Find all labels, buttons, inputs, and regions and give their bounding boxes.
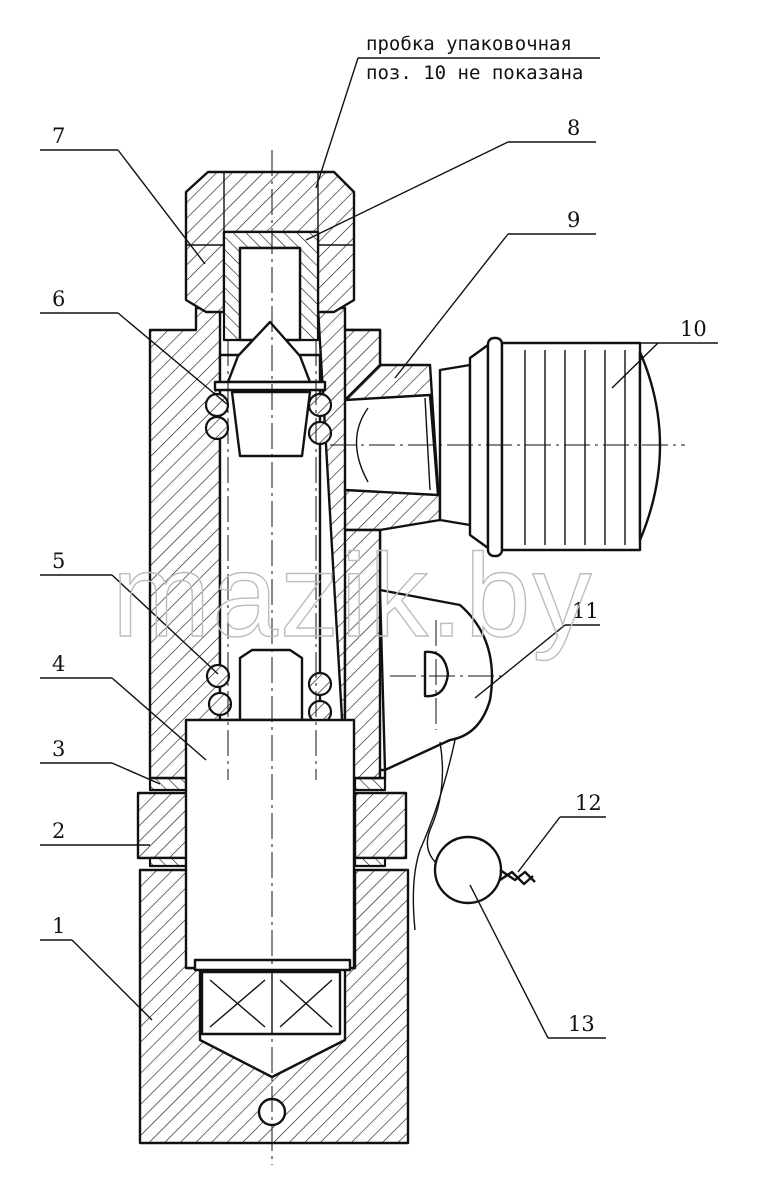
leader-lines bbox=[40, 57, 718, 1039]
callout-13: 13 bbox=[568, 1012, 595, 1036]
callout-6: 6 bbox=[52, 287, 65, 311]
callout-3: 3 bbox=[52, 737, 65, 761]
callout-1: 1 bbox=[52, 914, 65, 938]
plunger-part-4 bbox=[184, 718, 356, 1036]
callout-2: 2 bbox=[52, 819, 65, 843]
spring-part-5 bbox=[205, 648, 333, 725]
watermark: mazik.by bbox=[112, 530, 594, 662]
seal-ball-part-13 bbox=[433, 835, 503, 905]
wire-twist-part-12 bbox=[499, 869, 536, 886]
callout-4: 4 bbox=[52, 652, 65, 676]
callout-9: 9 bbox=[567, 208, 580, 232]
center-lines bbox=[227, 150, 685, 1165]
note-line-2: поз. 10 не показана bbox=[366, 62, 583, 84]
note-line-1: пробка упаковочная bbox=[366, 33, 572, 55]
callout-7: 7 bbox=[52, 124, 65, 148]
callout-8: 8 bbox=[567, 116, 580, 140]
callout-5: 5 bbox=[52, 549, 65, 573]
callout-11: 11 bbox=[572, 599, 599, 623]
callout-10: 10 bbox=[680, 317, 707, 341]
seal-wire bbox=[412, 739, 456, 931]
cap-part-10 bbox=[438, 336, 662, 558]
cone-valve-part-6 bbox=[204, 320, 333, 458]
insert-part-8 bbox=[222, 230, 320, 342]
callout-12: 12 bbox=[575, 791, 602, 815]
